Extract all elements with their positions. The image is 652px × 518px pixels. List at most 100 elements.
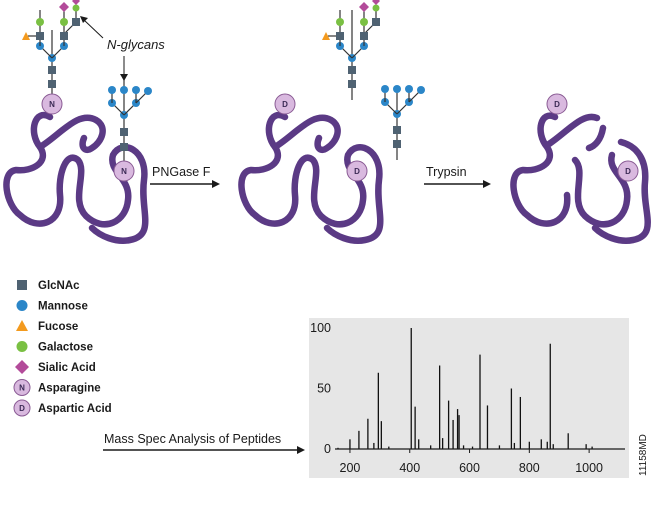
legend-item: GlcNAc (17, 280, 80, 292)
glcnac-icon (60, 32, 68, 40)
galactose-icon (36, 18, 44, 26)
glcnac-icon (372, 18, 380, 26)
aspartic-acid-residue-icon (546, 93, 568, 115)
sialic-acid-icon (15, 360, 29, 374)
n-glycan-complex (22, 0, 80, 88)
n-glycan-mannose (108, 86, 152, 151)
glcnac-icon (393, 126, 401, 134)
glcnac-icon (36, 32, 44, 40)
legend-item: Sialic Acid (15, 360, 96, 374)
y-tick-label: 0 (324, 442, 331, 456)
residue-letter: D (354, 167, 360, 176)
sialic-acid-icon (59, 2, 69, 12)
aspartic-acid-icon (13, 399, 31, 417)
mannose-icon (405, 85, 413, 93)
ms-analysis-label: Mass Spec Analysis of Peptides (104, 432, 281, 446)
asparagine-icon (13, 379, 31, 396)
mass-spectrum-chart: 200 400 600 800 1000 0 50 100 (309, 318, 629, 478)
mannose-icon (393, 85, 401, 93)
fucose-icon (322, 32, 330, 40)
glcnac-icon (120, 128, 128, 136)
glcnac-icon (336, 32, 344, 40)
glycan-caption: N-glycans (107, 37, 165, 52)
legend-label: GlcNAc (38, 280, 80, 292)
protein-chain (238, 111, 384, 244)
chart-ticks: 200 400 600 800 1000 0 50 100 (310, 321, 603, 475)
legend-item: Galactose (16, 341, 93, 354)
y-tick-label: 100 (310, 321, 331, 335)
fucose-icon (22, 32, 30, 40)
released-n-glycan-complex (322, 0, 380, 100)
asparagine-residue-icon (41, 93, 63, 115)
glcnac-icon (72, 18, 80, 26)
legend-item: Fucose (16, 320, 78, 333)
glcnac-icon (348, 80, 356, 88)
mannose-icon (108, 86, 116, 94)
mannose-icon (132, 86, 140, 94)
glcnac-icon (393, 140, 401, 148)
pngase-label: PNGase F (152, 165, 211, 179)
peptide-fragment (585, 124, 607, 152)
glycoprotein (3, 111, 149, 244)
galactose-icon (16, 341, 28, 352)
peptide-fragments (510, 112, 651, 244)
galactose-icon (72, 4, 80, 12)
x-tick-label: 1000 (575, 461, 603, 475)
mannose-icon (417, 86, 425, 94)
galactose-icon (60, 18, 68, 26)
mannose-icon (16, 300, 28, 311)
glcnac-icon (17, 280, 27, 290)
legend-residue-letter: N (19, 384, 25, 393)
sialic-acid-icon (72, 0, 80, 5)
galactose-icon (336, 18, 344, 26)
legend-label: Galactose (38, 342, 93, 354)
released-n-glycan-mannose (381, 85, 425, 160)
asparagine-residue-icon (113, 160, 135, 182)
legend-label: Fucose (38, 321, 78, 333)
glcnac-icon (348, 66, 356, 74)
y-tick-label: 50 (317, 382, 331, 396)
sialic-acid-icon (359, 2, 369, 12)
arrow-to-glycan (83, 19, 104, 39)
galactose-icon (372, 4, 380, 12)
aspartic-acid-residue-icon (617, 160, 639, 182)
legend-item: D Aspartic Acid (13, 399, 112, 417)
legend-label: Sialic Acid (38, 362, 96, 374)
glcnac-icon (48, 66, 56, 74)
chart-background (309, 318, 629, 478)
residue-letter: D (625, 167, 631, 176)
galactose-icon (360, 18, 368, 26)
legend-label: Aspartic Acid (38, 403, 112, 415)
glcnac-icon (120, 143, 128, 151)
residue-letter: D (554, 100, 560, 109)
trypsin-label: Trypsin (426, 165, 467, 179)
fucose-icon (16, 320, 28, 331)
figure-id: 11158MD (638, 434, 649, 476)
aspartic-acid-residue-icon (274, 93, 296, 115)
x-tick-label: 400 (399, 461, 420, 475)
legend-item: Mannose (16, 300, 88, 313)
legend-label: Asparagine (38, 383, 101, 395)
aspartic-acid-residue-icon (346, 160, 368, 182)
glcnac-icon (48, 80, 56, 88)
x-tick-label: 200 (340, 461, 361, 475)
legend-residue-letter: D (19, 404, 25, 413)
x-tick-label: 800 (519, 461, 540, 475)
residue-letter: D (282, 100, 288, 109)
glcnac-icon (360, 32, 368, 40)
deglycosylated-protein (238, 111, 384, 244)
sialic-acid-icon (372, 0, 380, 5)
protein-chain (3, 111, 149, 244)
peptide-fragment (591, 138, 651, 244)
protein-chain-tail (36, 114, 106, 154)
mannose-icon (144, 87, 152, 95)
legend-item: N Asparagine (13, 379, 101, 396)
peptide-fragment (545, 113, 601, 148)
x-tick-label: 600 (459, 461, 480, 475)
peptide-fragment (510, 112, 571, 227)
residue-letter: N (121, 167, 127, 176)
mannose-icon (120, 86, 128, 94)
